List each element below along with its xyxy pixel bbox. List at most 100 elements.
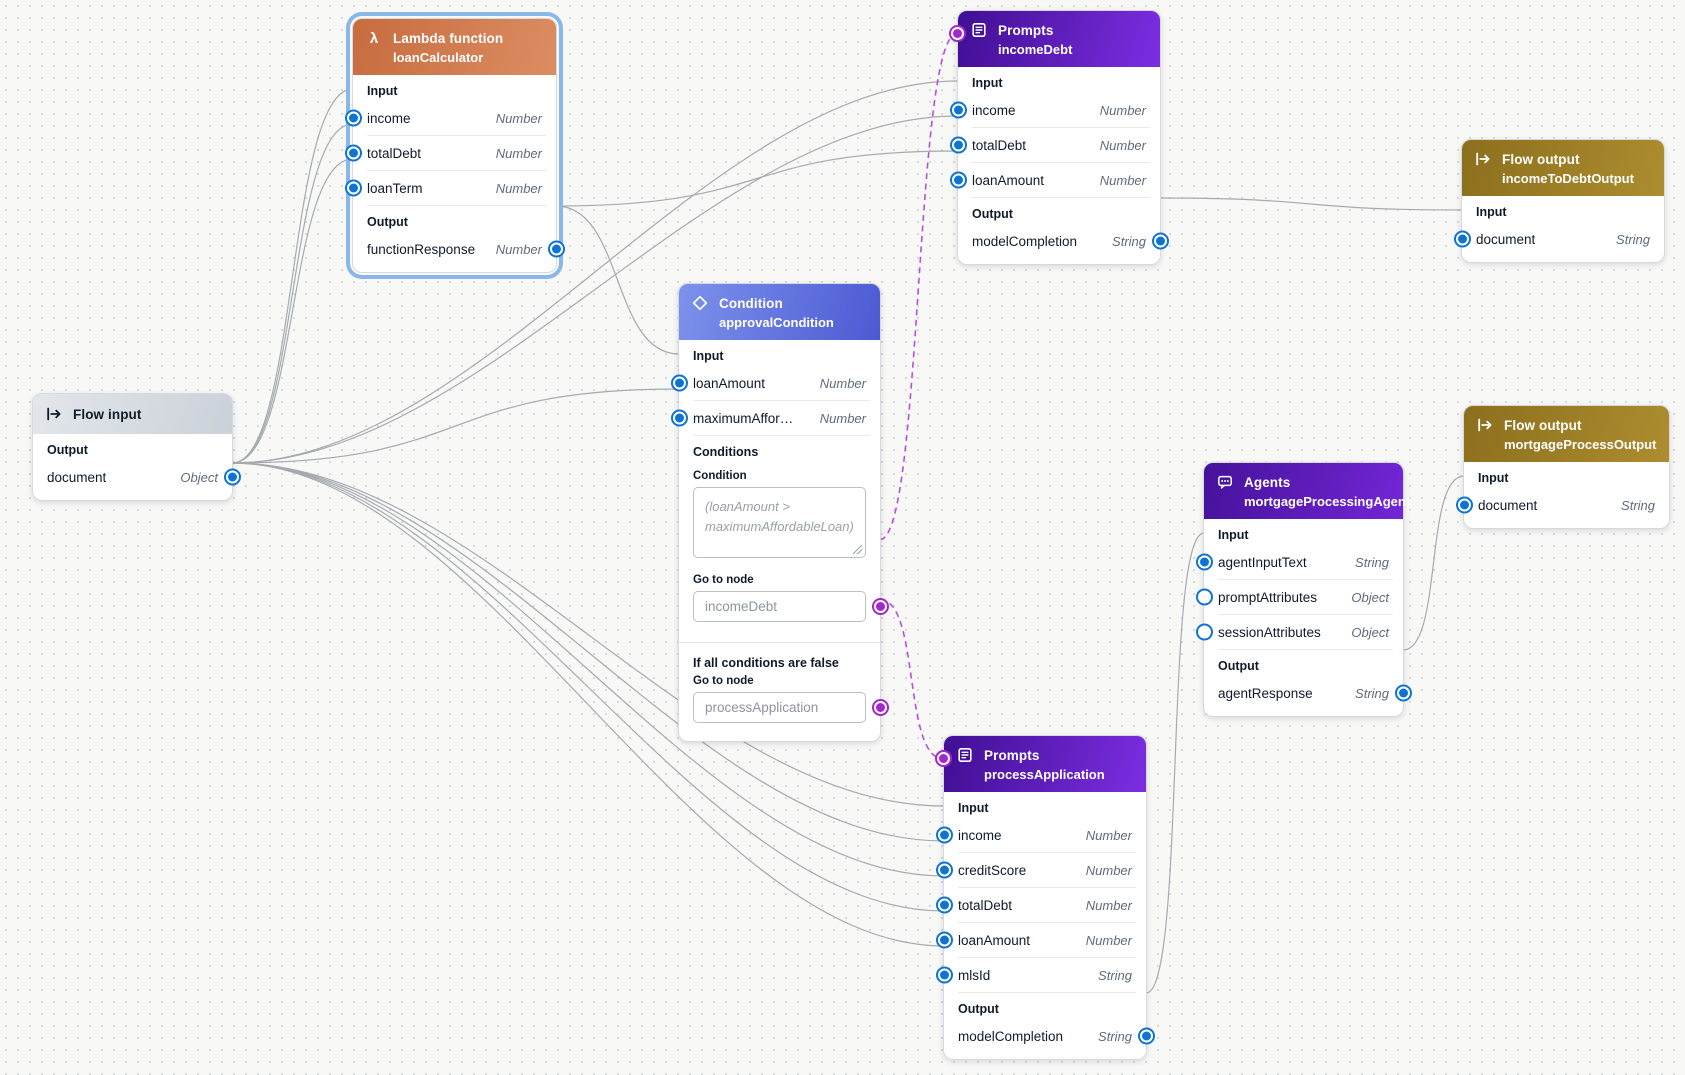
- processApplication-node-entry-port[interactable]: [934, 750, 952, 767]
- incomeDebt-totalDebt-port[interactable]: [949, 136, 967, 154]
- field-label: loanAmount: [958, 932, 1031, 948]
- node-type-title: Lambda function: [393, 30, 504, 46]
- lambda-icon: λ: [369, 29, 379, 47]
- field-row-income: income Number: [949, 93, 1160, 127]
- edge-processApplication-out-to-agents-agentInputText[interactable]: [1145, 532, 1205, 994]
- section-heading: Input: [693, 349, 724, 363]
- section-divider: [1218, 649, 1393, 650]
- edge-condition-goto_false-to-processApplication-node[interactable]: [879, 598, 944, 760]
- edge-lambda-out-to-incomeDebt-loanAmount[interactable]: [555, 150, 959, 207]
- condition-goto-true-port[interactable]: [871, 598, 889, 615]
- section-divider: [972, 197, 1150, 198]
- field-label: totalDebt: [367, 145, 422, 161]
- agents-agentInputText-port[interactable]: [1195, 553, 1213, 571]
- incomeDebt-out-port[interactable]: [1151, 232, 1169, 250]
- goto-node-true-input[interactable]: incomeDebt: [693, 591, 866, 622]
- edge-flowInput-out-to-lambda-loanTerm[interactable]: [231, 158, 354, 464]
- agents-icon: [1216, 473, 1234, 491]
- incomeDebt-node-entry-port[interactable]: [948, 25, 966, 42]
- condition-loanAmount-port[interactable]: [670, 374, 688, 392]
- node-name-subtitle: processApplication: [984, 767, 1105, 782]
- section-heading: Input: [1476, 205, 1507, 219]
- section-heading: Input: [958, 801, 989, 815]
- condition-maximumAffordableLoan-port[interactable]: [670, 409, 688, 427]
- processApplication-loanAmount-port[interactable]: [935, 931, 953, 949]
- edge-flowInput-out-to-lambda-income[interactable]: [231, 88, 354, 464]
- processApplication-income-port[interactable]: [935, 826, 953, 844]
- node-header[interactable]: Flow input: [33, 394, 232, 434]
- condition-expression-textarea[interactable]: (loanAmount > maximumAffordableLoan): [693, 487, 866, 558]
- section-heading: Output: [47, 443, 88, 457]
- condition-goto-false-port[interactable]: [871, 699, 889, 716]
- field-label: modelCompletion: [958, 1028, 1064, 1044]
- row-divider: [693, 400, 870, 401]
- field-label: mlsId: [958, 967, 991, 983]
- incomeToDebtOutput-document-port[interactable]: [1453, 230, 1471, 248]
- lambda-out-port[interactable]: [547, 240, 565, 258]
- lambda-totalDebt-port[interactable]: [344, 144, 362, 162]
- field-label: loanAmount: [693, 375, 766, 391]
- edge-incomeDebt-out-to-incomeToDebtOutput-document[interactable]: [1159, 197, 1463, 211]
- section-heading: Input: [972, 76, 1003, 90]
- agents-sessionAttributes-port[interactable]: [1195, 623, 1213, 641]
- section-heading: Output: [1218, 659, 1259, 673]
- field-type: Number: [1085, 897, 1132, 913]
- goto-node-false-wrap: processApplication: [679, 690, 889, 735]
- field-label: sessionAttributes: [1218, 624, 1321, 640]
- node-type-title: Prompts: [984, 747, 1040, 763]
- processApplication-out-port[interactable]: [1137, 1027, 1155, 1045]
- section-divider: [367, 205, 546, 206]
- edge-condition-goto_true-to-incomeDebt-node[interactable]: [879, 32, 958, 541]
- incomeDebt-loanAmount-port[interactable]: [949, 171, 967, 189]
- field-label: income: [972, 102, 1016, 118]
- mortgageProcessOutput-document-port[interactable]: [1455, 496, 1473, 514]
- edge-flowInput-out-to-lambda-totalDebt[interactable]: [231, 123, 354, 464]
- processApplication-totalDebt-port[interactable]: [935, 896, 953, 914]
- lambda-income-port[interactable]: [344, 109, 362, 127]
- edge-lambda-out-to-condition-loanAmount[interactable]: [555, 205, 680, 355]
- lambda-loanTerm-port[interactable]: [344, 179, 362, 197]
- node-header[interactable]: λ Lambda function loanCalculator: [353, 19, 556, 75]
- field-type: Number: [1099, 102, 1146, 118]
- flow-output-icon: [1474, 150, 1492, 168]
- section-heading: Input: [367, 84, 398, 98]
- else-heading: If all conditions are false: [693, 656, 839, 670]
- processApplication-mlsId-port[interactable]: [935, 966, 953, 984]
- field-type: Number: [819, 410, 866, 426]
- agents-promptAttributes-port[interactable]: [1195, 588, 1213, 606]
- else-divider: [679, 642, 880, 643]
- node-name-subtitle: loanCalculator: [393, 50, 484, 65]
- goto-node-false-input[interactable]: processApplication: [693, 692, 866, 723]
- flow-input-icon: [45, 405, 63, 423]
- row-divider: [367, 135, 546, 136]
- agents-out-port[interactable]: [1394, 684, 1412, 702]
- edge-flowInput-out-to-condition-maximumAffordableLoan[interactable]: [231, 388, 680, 464]
- else-goto-node-label: Go to node: [693, 675, 754, 687]
- processApplication-creditScore-port[interactable]: [935, 861, 953, 879]
- incomeDebt-income-port[interactable]: [949, 101, 967, 119]
- node-header[interactable]: Prompts processApplication: [944, 736, 1146, 792]
- flowInput-out-port[interactable]: [223, 468, 241, 486]
- row-divider: [1218, 579, 1393, 580]
- section-heading: Output: [367, 215, 408, 229]
- field-label: maximumAfforda...: [693, 410, 801, 426]
